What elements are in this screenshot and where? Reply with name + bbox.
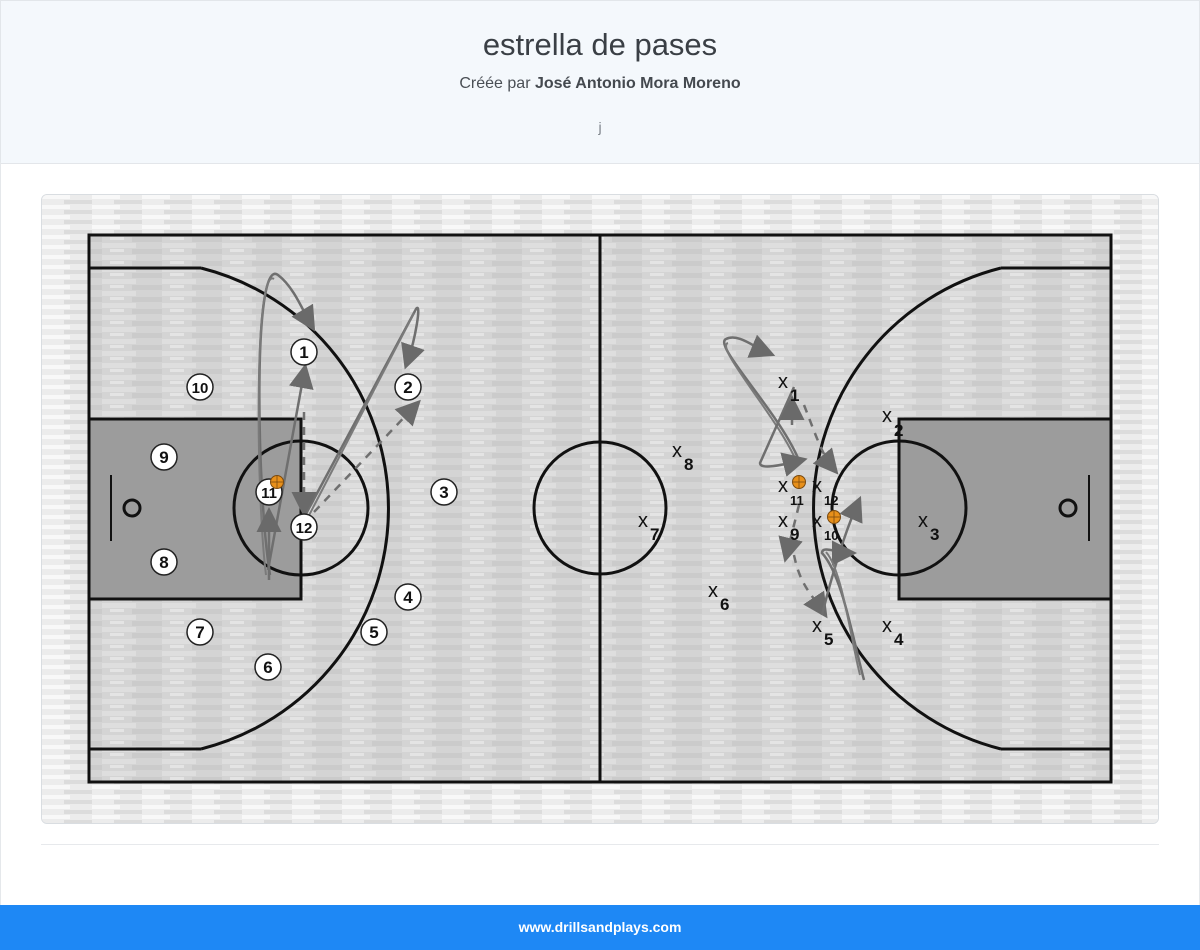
svg-text:x: x (812, 615, 822, 637)
offense-player-11[interactable]: 11 (255, 478, 283, 506)
svg-text:x: x (812, 510, 822, 532)
page-border-left (0, 162, 1, 905)
byline-prefix: Créée par (459, 75, 531, 92)
defense-player-2[interactable]: x2 (882, 405, 903, 440)
offense-players: 1 2 3 4 5 6 7 8 9 10 11 12 (150, 338, 458, 681)
author-byline: Créée par José Antonio Mora Moreno (1, 75, 1199, 93)
defense-player-6[interactable]: x6 (708, 580, 729, 614)
svg-text:6: 6 (720, 595, 729, 614)
basketball-icon (270, 475, 284, 489)
page-header: estrella de pases Créée par José Antonio… (0, 0, 1200, 164)
court-diagram: 1 2 3 4 5 6 7 8 9 10 11 12 x1 x2 x3 x4 x… (42, 195, 1158, 823)
svg-text:7: 7 (650, 525, 659, 544)
svg-text:4: 4 (894, 630, 904, 649)
svg-text:x: x (812, 475, 822, 497)
svg-text:11: 11 (790, 493, 804, 508)
svg-text:9: 9 (159, 448, 168, 467)
site-footer: www.drillsandplays.com (0, 905, 1200, 950)
svg-text:6: 6 (263, 658, 272, 677)
offense-player-1[interactable]: 1 (290, 338, 318, 366)
svg-text:12: 12 (824, 493, 838, 508)
svg-text:2: 2 (403, 378, 412, 397)
offense-player-3[interactable]: 3 (430, 478, 458, 506)
defense-player-4[interactable]: x4 (882, 615, 904, 649)
offense-player-9[interactable]: 9 (150, 443, 178, 471)
svg-text:x: x (638, 510, 648, 532)
offense-player-12[interactable]: 12 (290, 513, 318, 541)
content-divider (41, 844, 1159, 845)
svg-text:12: 12 (296, 520, 313, 537)
play-description: j (598, 119, 602, 135)
defense-player-8[interactable]: x8 (672, 440, 693, 474)
svg-text:10: 10 (192, 380, 209, 397)
svg-text:x: x (708, 580, 718, 602)
svg-text:x: x (778, 475, 788, 497)
offense-player-5[interactable]: 5 (360, 618, 388, 646)
offense-player-7[interactable]: 7 (186, 618, 214, 646)
svg-text:10: 10 (824, 528, 838, 543)
svg-text:9: 9 (790, 525, 799, 544)
basketball-icon (792, 475, 806, 489)
svg-text:2: 2 (894, 421, 903, 440)
svg-text:8: 8 (159, 553, 168, 572)
defense-player-12[interactable]: x12 (812, 475, 838, 508)
offense-player-4[interactable]: 4 (394, 583, 422, 611)
svg-text:5: 5 (369, 623, 378, 642)
page-title: estrella de pases (482, 27, 718, 62)
offense-player-8[interactable]: 8 (150, 548, 178, 576)
offense-player-6[interactable]: 6 (254, 653, 282, 681)
svg-text:8: 8 (684, 455, 693, 474)
footer-site-link[interactable]: www.drillsandplays.com (518, 919, 682, 935)
defense-player-11[interactable]: x11 (778, 475, 804, 508)
defense-player-5[interactable]: x5 (812, 615, 833, 649)
svg-text:x: x (882, 405, 892, 427)
right-paint (899, 419, 1111, 599)
svg-text:7: 7 (195, 623, 204, 642)
defense-player-3[interactable]: x3 (918, 510, 939, 544)
svg-text:x: x (672, 440, 682, 462)
svg-text:1: 1 (790, 386, 799, 405)
svg-text:4: 4 (403, 588, 413, 607)
svg-text:x: x (918, 510, 928, 532)
svg-text:x: x (882, 615, 892, 637)
svg-text:5: 5 (824, 630, 833, 649)
defense-player-7[interactable]: x7 (638, 510, 659, 544)
offense-player-2[interactable]: 2 (394, 373, 422, 401)
offense-player-10[interactable]: 10 (186, 373, 214, 401)
svg-text:x: x (778, 371, 788, 393)
svg-text:3: 3 (439, 483, 448, 502)
author-name[interactable]: José Antonio Mora Moreno (534, 75, 741, 92)
defense-player-10[interactable]: x10 (812, 510, 838, 543)
right-movement-lines (722, 334, 866, 681)
defense-player-1[interactable]: x1 (778, 371, 799, 405)
svg-text:3: 3 (930, 525, 939, 544)
svg-text:1: 1 (299, 343, 308, 362)
defense-player-9[interactable]: x9 (778, 510, 799, 544)
basketball-icon (827, 510, 841, 524)
defense-players: x1 x2 x3 x4 x5 x6 x7 x8 x9 x11 x12 x10 (638, 371, 939, 649)
svg-text:x: x (778, 510, 788, 532)
svg-text:11: 11 (261, 485, 277, 502)
